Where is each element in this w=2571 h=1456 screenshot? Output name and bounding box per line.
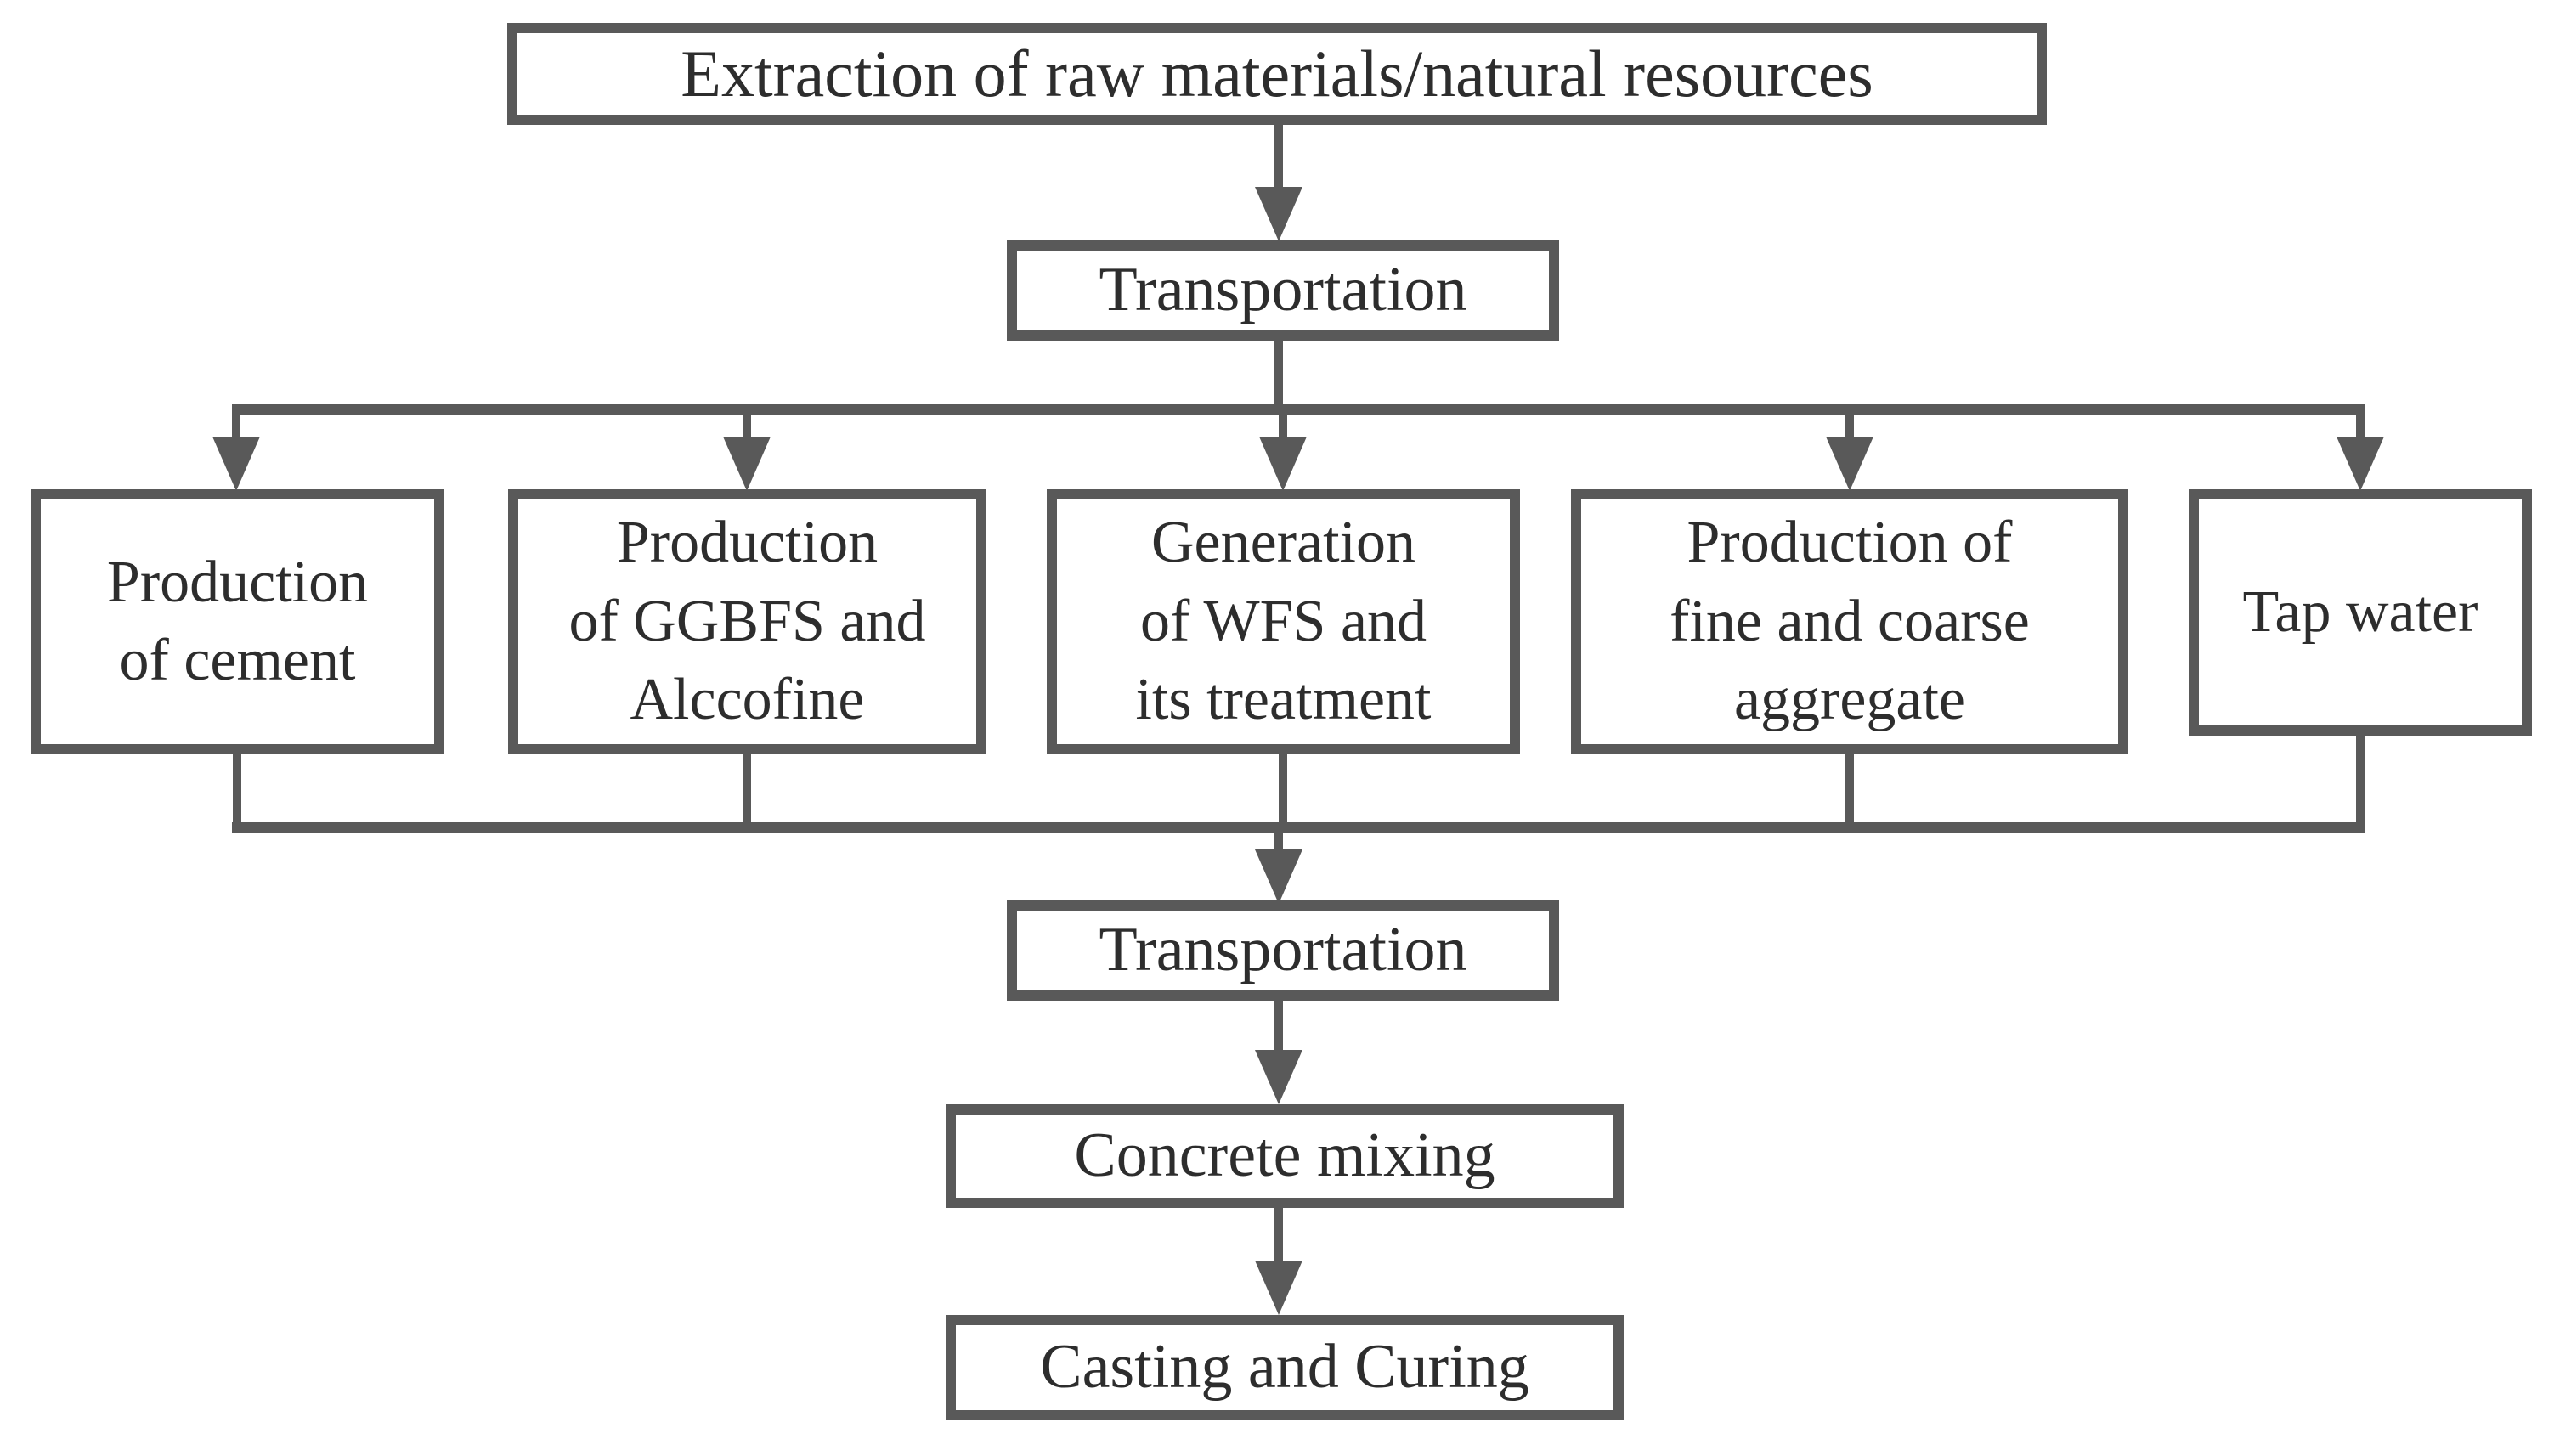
node-concrete-mixing: Concrete mixing xyxy=(946,1104,1624,1208)
arrow-transportation-to-concrete-head xyxy=(1255,1050,1302,1104)
node-casting-curing: Casting and Curing xyxy=(946,1315,1624,1420)
node-production-cement: Production of cement xyxy=(31,489,444,754)
connector-transportation-down-stem xyxy=(1274,341,1283,409)
arrow-extraction-to-transportation-stem xyxy=(1274,125,1283,193)
connector-distribution-line xyxy=(232,404,2365,415)
arrow-to-aggregate-stem xyxy=(1845,413,1854,443)
arrow-to-cement-head xyxy=(212,437,260,491)
arrow-extraction-to-transportation-head xyxy=(1255,187,1302,241)
node-generation-wfs-treatment: Generation of WFS and its treatment xyxy=(1047,489,1520,754)
connector-ggbfs-down xyxy=(743,751,751,826)
arrow-to-tapwater-head xyxy=(2337,437,2384,491)
arrow-to-cement-stem xyxy=(232,413,240,443)
arrow-to-ggbfs-stem xyxy=(743,413,751,443)
arrow-to-wfs-head xyxy=(1259,437,1307,491)
arrow-merge-to-transportation-head xyxy=(1255,849,1302,904)
node-extraction: Extraction of raw materials/natural reso… xyxy=(507,23,2047,125)
arrow-to-tapwater-stem xyxy=(2356,413,2365,443)
node-production-fine-coarse-aggregate: Production of fine and coarse aggregate xyxy=(1571,489,2128,754)
arrow-concrete-to-casting-head xyxy=(1255,1261,1302,1315)
arrow-to-ggbfs-head xyxy=(723,437,771,491)
connector-merge-line xyxy=(232,822,2365,833)
connector-aggregate-down xyxy=(1845,751,1854,826)
arrow-concrete-to-casting-stem xyxy=(1274,1208,1283,1264)
arrow-to-aggregate-head xyxy=(1826,437,1873,491)
connector-wfs-down xyxy=(1279,751,1287,826)
connector-tapwater-down xyxy=(2356,732,2365,826)
arrow-transportation-to-concrete-stem xyxy=(1274,1001,1283,1053)
arrow-merge-to-transportation-stem xyxy=(1274,833,1283,855)
arrow-to-wfs-stem xyxy=(1279,413,1287,443)
node-tap-water: Tap water xyxy=(2189,489,2532,736)
node-transportation-bottom: Transportation xyxy=(1007,900,1559,1001)
connector-cement-down xyxy=(233,751,241,826)
node-transportation-top: Transportation xyxy=(1007,240,1559,341)
node-production-ggbfs-alccofine: Production of GGBFS and Alccofine xyxy=(508,489,986,754)
